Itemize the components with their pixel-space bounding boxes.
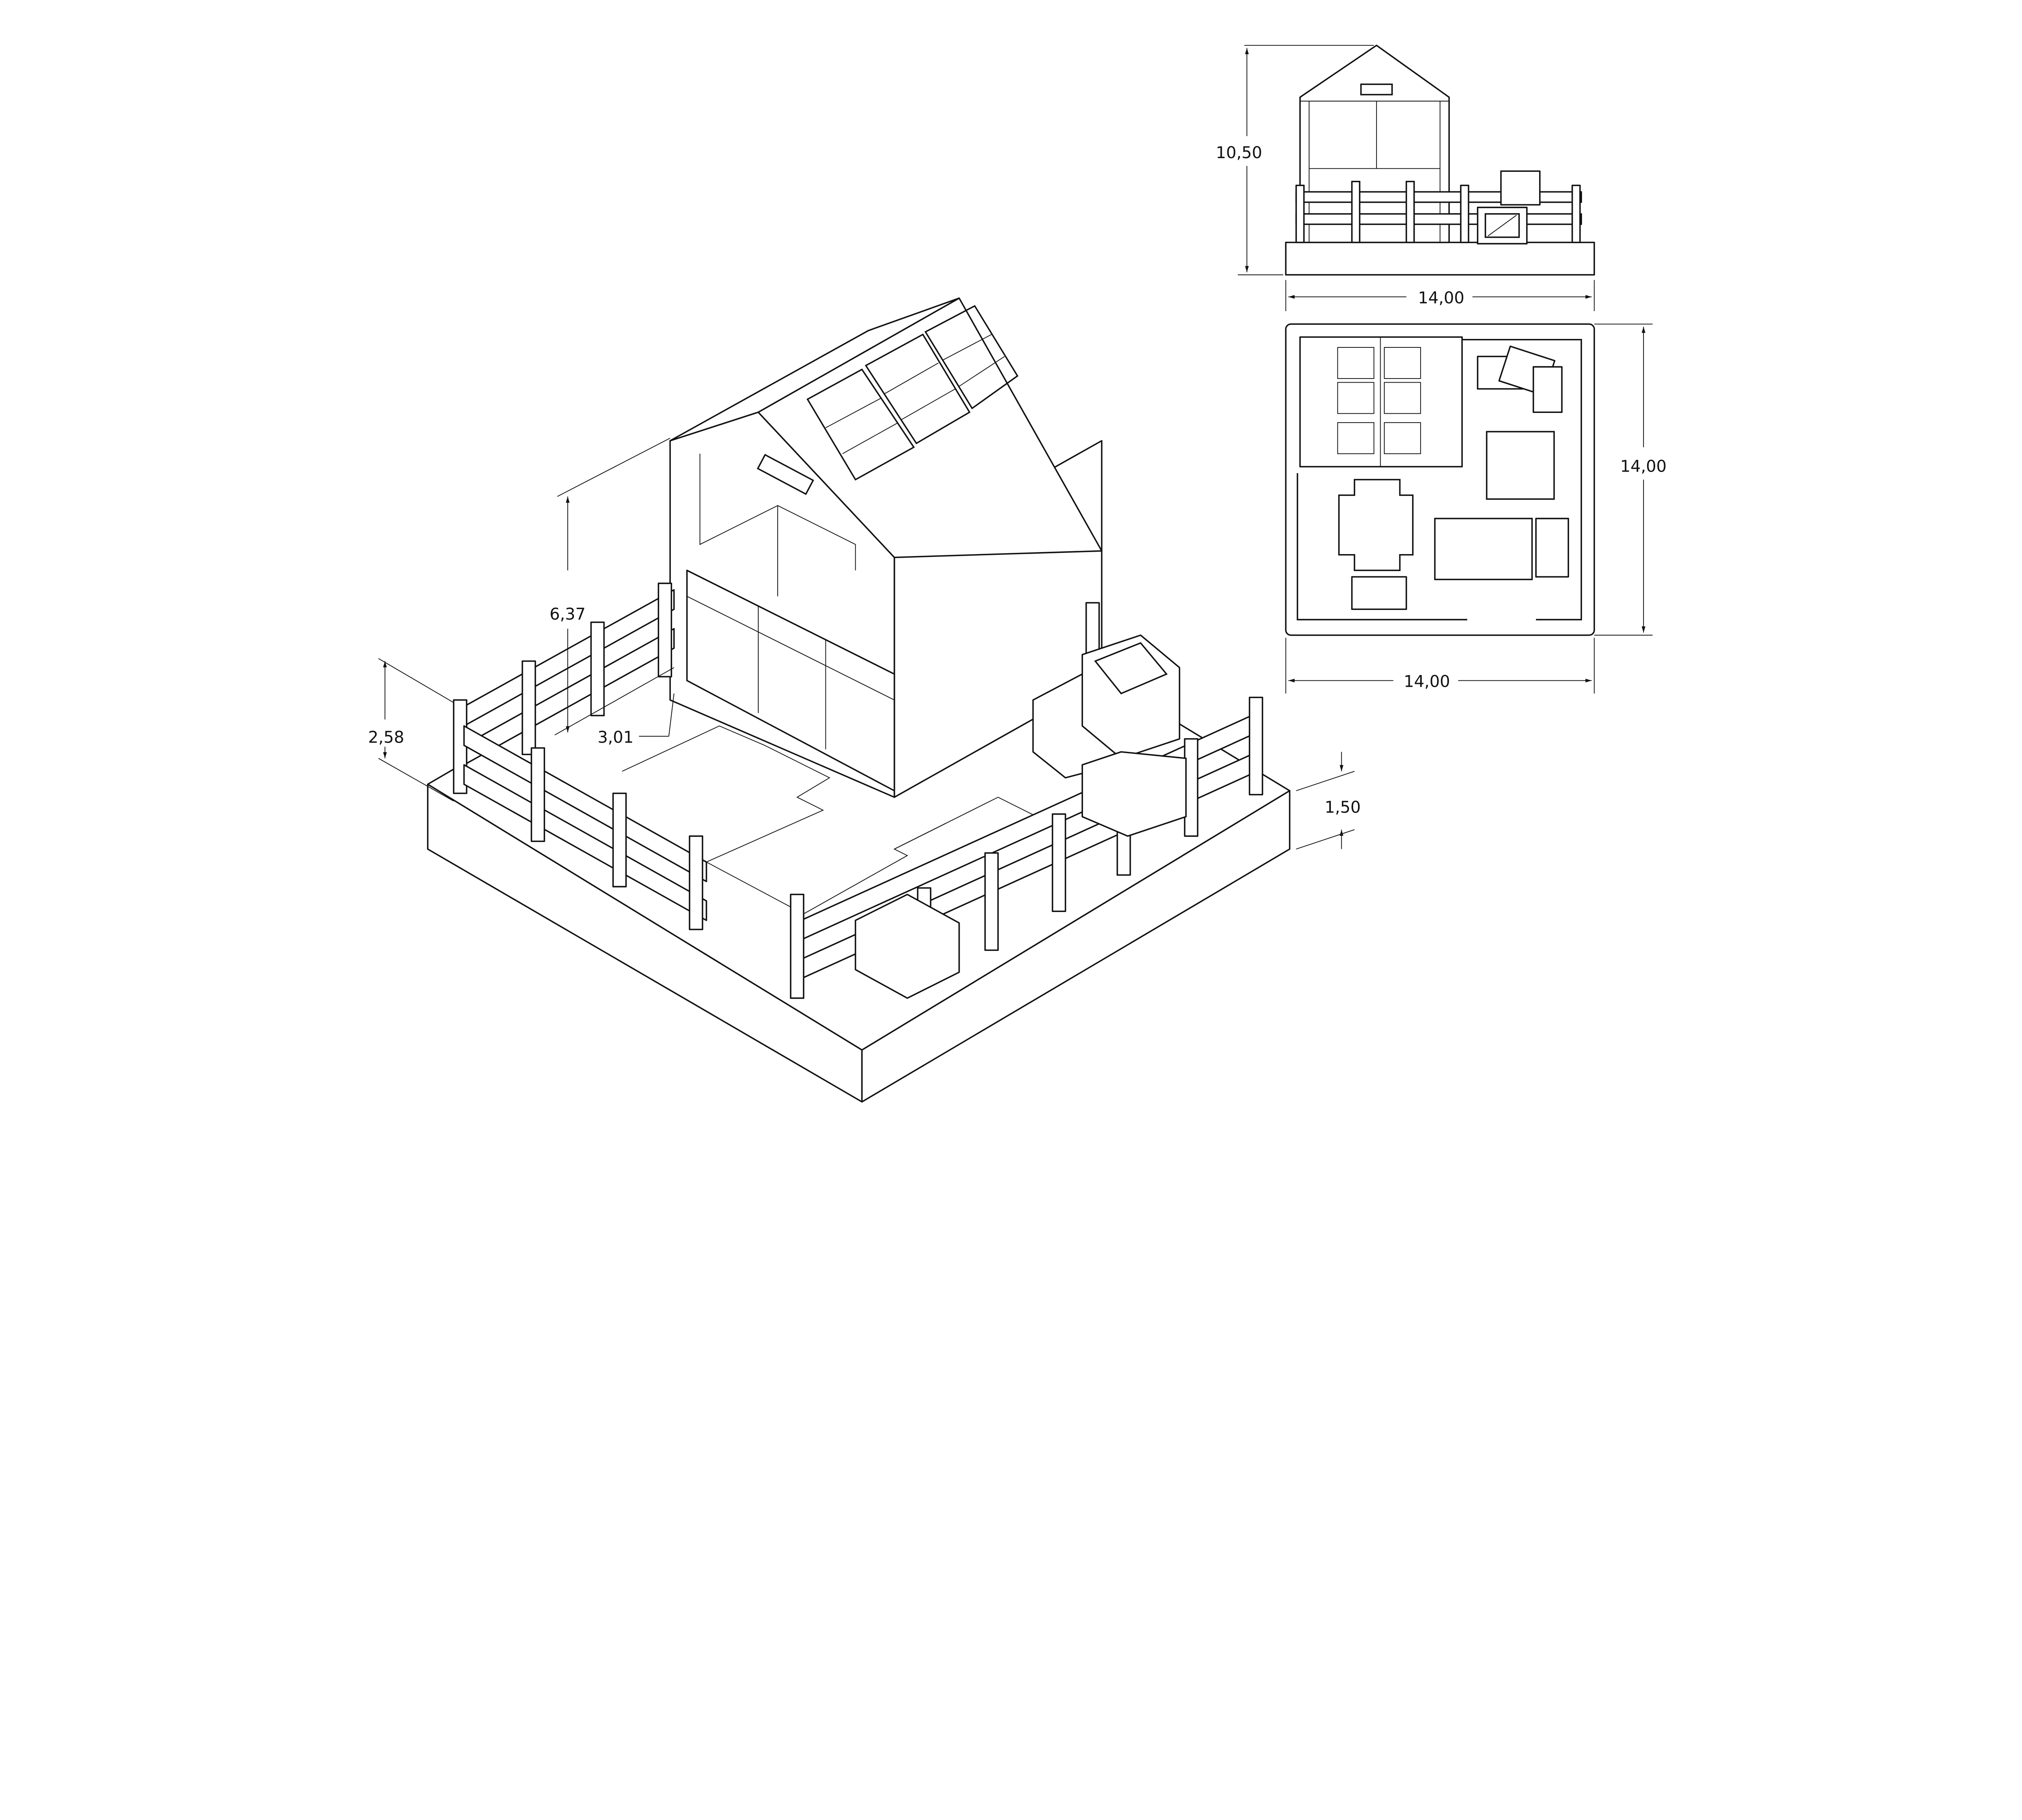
dim-label-6-37: 6,37 — [550, 605, 586, 624]
roof-windows — [806, 305, 1019, 481]
dim-label-2-58: 2,58 — [368, 728, 404, 747]
vent-sign — [1360, 83, 1393, 95]
dimension-fence-offset: 3,01 — [598, 693, 675, 747]
top-view: 14,00 14,00 — [1285, 323, 1667, 694]
fence-post — [790, 893, 804, 999]
dim-label-top-width: 14,00 — [1404, 673, 1450, 691]
fence-post — [1248, 696, 1263, 796]
fence-post — [531, 747, 545, 842]
front-view: 10,50 14,00 — [1216, 44, 1595, 311]
fence-post — [658, 582, 673, 677]
house — [669, 297, 1103, 798]
dim-label-3-01: 3,01 — [598, 728, 634, 747]
fence-post — [984, 852, 999, 951]
dim-label-1-50: 1,50 — [1325, 798, 1361, 817]
fence-post — [689, 835, 703, 930]
fence-post — [590, 621, 605, 716]
fence-post — [1051, 813, 1066, 912]
fence-post — [521, 660, 536, 756]
dim-label-top-depth: 14,00 — [1620, 457, 1667, 476]
dim-label-front-width: 14,00 — [1418, 289, 1464, 307]
isometric-view: 6,37 3,01 2,58 1,50 — [368, 297, 1361, 1103]
crates — [854, 634, 1187, 999]
glass-panel-wall — [686, 569, 895, 791]
dimension-fence-height: 2,58 — [368, 658, 454, 802]
fence-left — [453, 582, 707, 930]
fence-post — [612, 792, 627, 888]
dimension-base-thickness: 1,50 — [1296, 751, 1361, 850]
dimension-house-height: 6,37 — [550, 438, 675, 736]
dim-label-10-50: 10,50 — [1216, 144, 1262, 162]
vent-sign — [757, 454, 814, 495]
technical-drawing: 6,37 3,01 2,58 1,50 — [368, 44, 1667, 1103]
